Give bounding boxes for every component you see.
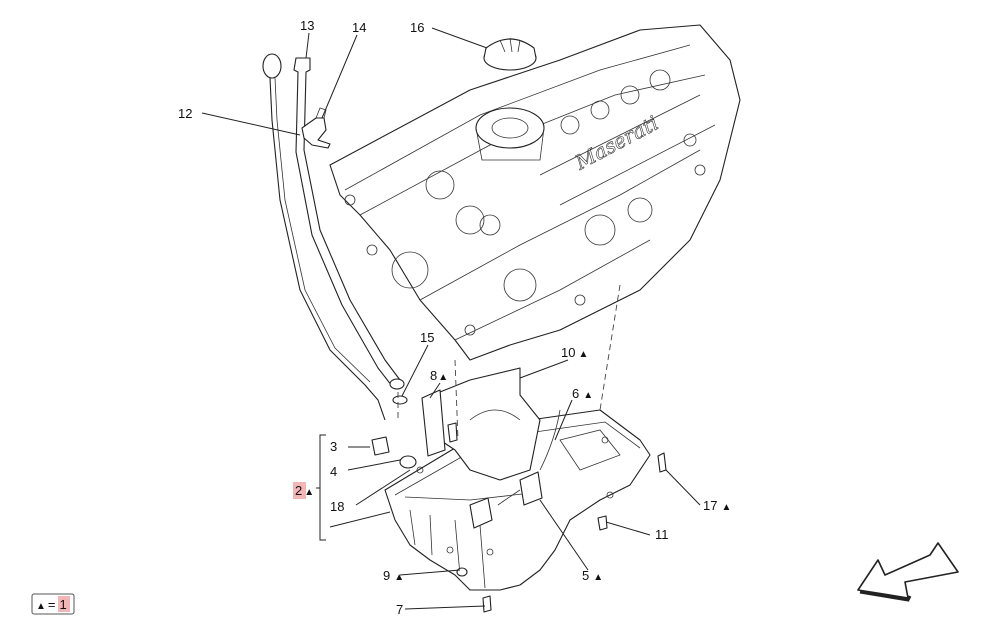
bolt-11	[597, 515, 608, 531]
callout-5: 5▲	[582, 568, 603, 583]
dipstick-tube	[293, 57, 405, 390]
front-direction-arrow	[857, 542, 959, 602]
callout-8: 8▲	[430, 368, 448, 383]
legend-text: ▲=1	[36, 597, 67, 612]
leader-lines	[201, 27, 701, 610]
oil-sump	[384, 367, 651, 591]
callout-6: 6▲	[572, 386, 593, 401]
bolt-7	[482, 595, 492, 613]
legend: ▲=1	[31, 593, 75, 615]
callout-12: 12	[178, 106, 192, 121]
engine-block: Maserati	[329, 24, 741, 361]
plug-washer	[399, 455, 417, 469]
callout-15: 15	[420, 330, 434, 345]
callout-9: 9▲	[383, 568, 404, 583]
o-ring	[392, 395, 408, 405]
callout-10: 10▲	[561, 345, 588, 360]
callout-2-highlight	[293, 482, 306, 499]
drain-plug	[371, 436, 390, 456]
callout-17: 17▲	[703, 498, 731, 513]
legend-value-highlight	[58, 596, 70, 612]
callout-11: 11	[655, 527, 669, 542]
callout-16: 16	[410, 20, 424, 35]
callout-3: 3	[330, 439, 337, 454]
bolt-8	[447, 422, 458, 443]
callout-13: 13	[300, 18, 314, 33]
stud	[657, 452, 667, 473]
callout-4: 4	[330, 464, 337, 479]
callout-7: 7	[396, 602, 403, 617]
callout-labels: 12 13 14 16 15 10▲ 8▲ 6▲ 3 4 18 2▲ 17▲ 1…	[178, 18, 731, 617]
callout-18: 18	[330, 499, 344, 514]
oil-cap	[483, 37, 537, 71]
callout-2: 2▲	[295, 483, 314, 498]
dipstick	[262, 53, 386, 421]
tube-bracket	[301, 107, 331, 149]
callout-14: 14	[352, 20, 366, 35]
